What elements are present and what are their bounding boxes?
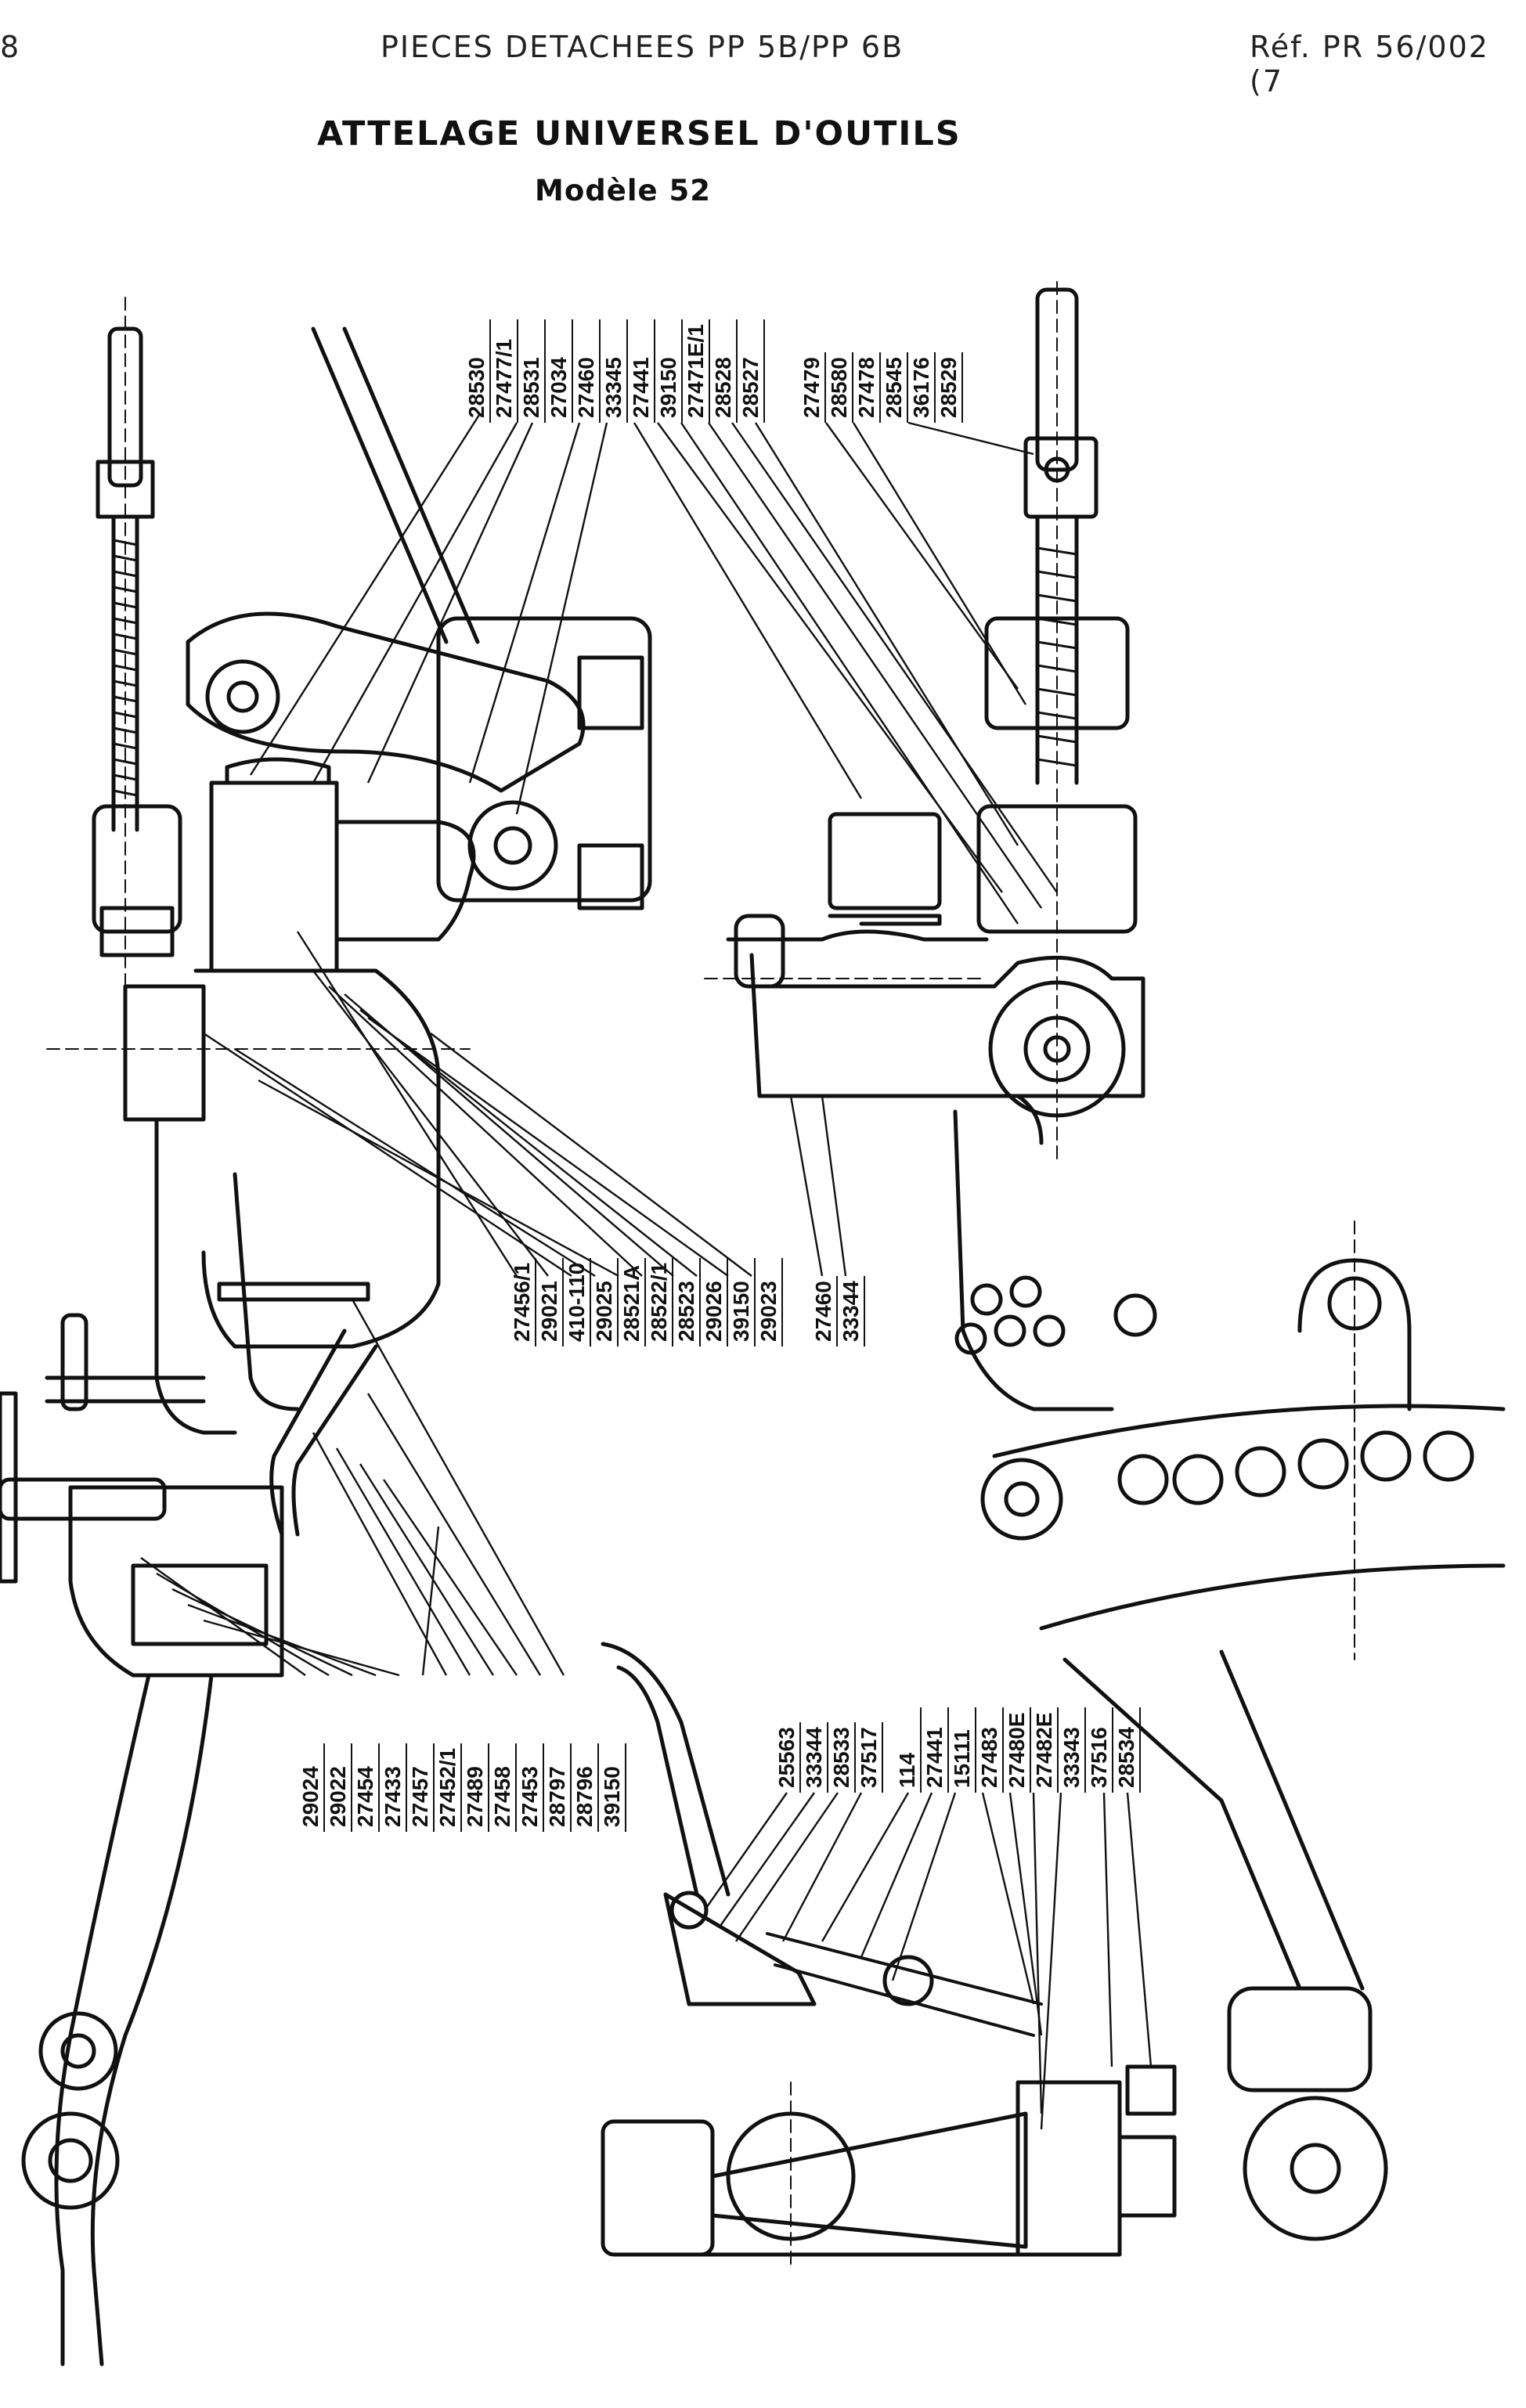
leader-lines	[140, 414, 1153, 2130]
part-number: 28796	[572, 1743, 599, 1832]
central-housing	[123, 757, 476, 1646]
part-number: 28528	[710, 319, 738, 423]
part-number: 29023	[756, 1257, 783, 1346]
lower-lever-arm	[21, 1485, 284, 2367]
part-number: 27441	[922, 1707, 949, 1793]
part-number: 27457	[407, 1743, 435, 1832]
part-number: 33343	[1059, 1707, 1086, 1793]
left-threaded-rod	[92, 326, 182, 957]
part-number: 27483	[976, 1707, 1004, 1793]
part-number: 28534	[1113, 1707, 1141, 1793]
part-number: 29021	[536, 1257, 564, 1346]
document-title: PIECES DETACHEES PP 5B/PP 6B	[381, 30, 904, 64]
part-number: 15111	[949, 1707, 976, 1793]
callout-group-top-right: 27479 28580 27478 28545 36176 28529	[799, 352, 963, 423]
part-number: 27441	[628, 319, 655, 423]
part-number: 28521A	[619, 1257, 646, 1346]
part-number: 37517	[856, 1722, 883, 1793]
part-number: 28533	[828, 1722, 856, 1793]
part-number: 28522/1	[646, 1257, 673, 1346]
centre-lines	[46, 281, 1355, 2271]
callout-group-middle: 27456/1 29021 410-110 29025 28521A 28522…	[509, 1257, 783, 1346]
part-number: 28531	[518, 319, 546, 423]
part-number: 27453	[517, 1743, 544, 1832]
callout-group-lower-center: 25563 33344 28533 37517	[774, 1722, 883, 1793]
document-reference: Réf. PR 56/002 (7	[1250, 30, 1489, 99]
part-number: 27460	[810, 1276, 838, 1346]
part-number: 27478	[853, 352, 881, 423]
part-number: 27456/1	[509, 1257, 536, 1346]
callout-group-top-left: 28530 27477/1 28531 27034 27460 33345 27…	[464, 319, 765, 423]
part-number: 28527	[738, 319, 765, 423]
part-number: 27479	[799, 352, 826, 423]
part-number: 27480E	[1004, 1707, 1031, 1793]
part-number: 33344	[838, 1276, 865, 1346]
part-number: 36176	[908, 352, 936, 423]
part-number: 39150	[728, 1257, 756, 1346]
part-number: 28797	[544, 1743, 572, 1832]
diagram-title: ATTELAGE UNIVERSEL D'OUTILS	[317, 114, 961, 153]
part-number: 28580	[826, 352, 853, 423]
part-number: 29022	[325, 1743, 352, 1832]
part-number: 27482E	[1031, 1707, 1059, 1793]
part-number: 114	[894, 1707, 922, 1793]
part-number: 28529	[936, 352, 963, 423]
part-number: 27471E/1	[683, 319, 710, 423]
part-number: 37516	[1086, 1707, 1113, 1793]
part-number: 28530	[464, 319, 491, 423]
part-number: 29024	[298, 1743, 325, 1832]
right-pivot-bracket	[726, 914, 1157, 1411]
t-handle	[0, 1313, 206, 1584]
part-number: 25563	[774, 1722, 801, 1793]
part-number: 27454	[352, 1743, 380, 1832]
page-number: 8	[0, 30, 21, 64]
part-number: 28545	[881, 352, 908, 423]
part-number: 27034	[546, 319, 573, 423]
sector-plate	[980, 1258, 1506, 2241]
part-number: 27489	[462, 1743, 489, 1832]
diagram-subtitle: Modèle 52	[535, 174, 711, 207]
part-number: 28523	[673, 1257, 701, 1346]
part-number: 29026	[701, 1257, 728, 1346]
part-number: 27452/1	[435, 1743, 462, 1832]
callout-group-lower-left: 29024 29022 27454 27433 27457 27452/1 27…	[298, 1743, 626, 1832]
part-number: 27477/1	[491, 319, 518, 423]
part-number: 410-110	[564, 1257, 591, 1346]
part-number: 39150	[599, 1743, 626, 1832]
part-number: 33344	[801, 1722, 828, 1793]
callout-group-lower-right: 114 27441 15111 27483 27480E 27482E 3334…	[894, 1707, 1141, 1793]
part-number: 29025	[591, 1257, 619, 1346]
part-number: 27433	[380, 1743, 407, 1832]
part-number: 27460	[573, 319, 601, 423]
callout-group-middle-right: 27460 33344	[810, 1276, 865, 1346]
part-number: 33345	[601, 319, 628, 423]
part-number: 39150	[655, 319, 683, 423]
part-number: 27458	[489, 1743, 517, 1832]
